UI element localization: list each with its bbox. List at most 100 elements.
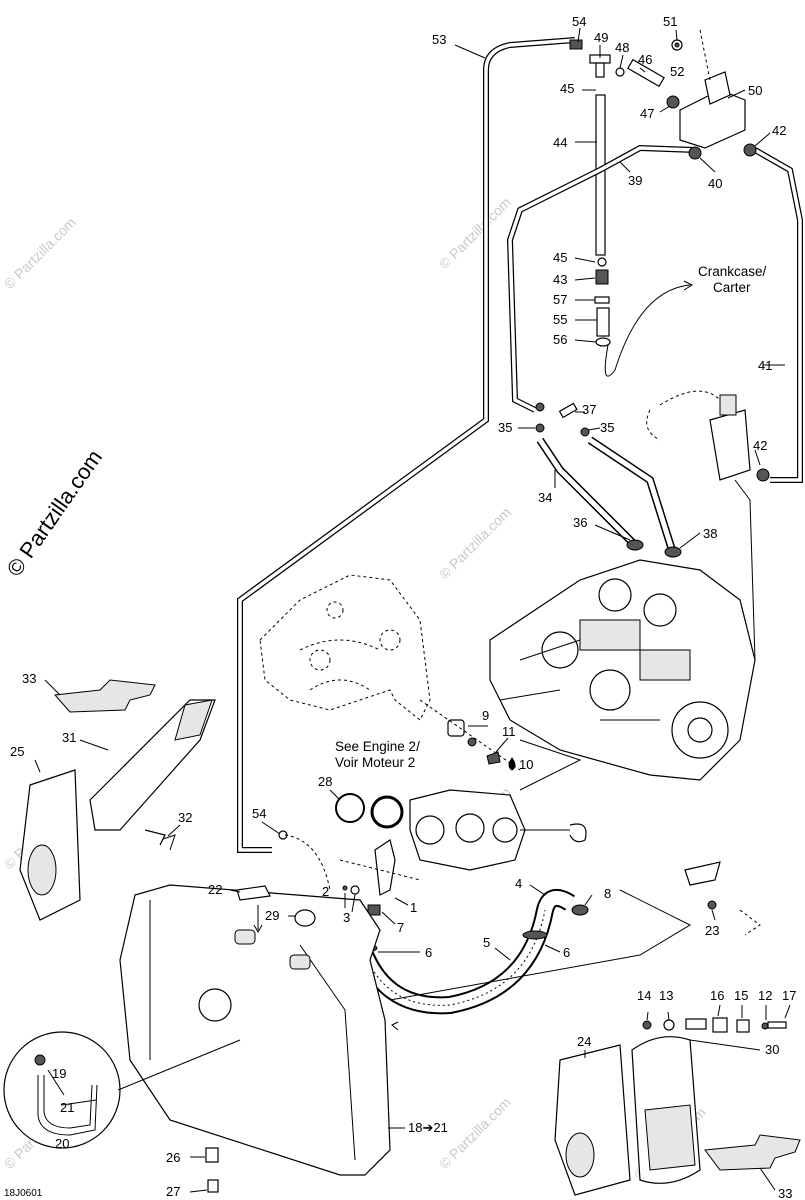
- throttle-body: [409, 789, 526, 871]
- callout-45b: 45: [553, 250, 567, 265]
- callouts: 53 54 49 48 46 51 52 45 47 50 42 44 39 4…: [4, 14, 796, 1200]
- callout-44: 44: [553, 135, 567, 150]
- clamp-56: [595, 337, 611, 347]
- fitting-54: [569, 39, 583, 50]
- callout-18-21: 18➔21: [408, 1120, 448, 1135]
- watermark-text: © Partzilla.com: [1, 214, 79, 292]
- callout-54: 54: [572, 14, 586, 29]
- callout-48: 48: [615, 40, 629, 55]
- spacer-9: [447, 719, 465, 737]
- callout-53: 53: [432, 32, 446, 47]
- callout-17: 17: [782, 988, 796, 1003]
- callout-41: 41: [758, 358, 772, 373]
- callout-13: 13: [659, 988, 673, 1003]
- callout-9: 9: [482, 708, 489, 723]
- clamp-45: [597, 257, 607, 267]
- o-ring-engine: [370, 795, 404, 829]
- callout-33a: 33: [22, 671, 36, 686]
- callout-31: 31: [62, 730, 76, 745]
- callout-49: 49: [594, 30, 608, 45]
- note-engine-2: Voir Moteur 2: [335, 755, 415, 770]
- callout-51: 51: [663, 14, 677, 29]
- callout-12: 12: [758, 988, 772, 1003]
- clamp-38: [664, 546, 682, 558]
- callout-15: 15: [734, 988, 748, 1003]
- callout-40: 40: [708, 176, 722, 191]
- callout-38: 38: [703, 526, 717, 541]
- callout-39: 39: [628, 173, 642, 188]
- gasket-28: [335, 793, 365, 823]
- crankcase-line: [604, 284, 691, 377]
- callout-56: 56: [553, 332, 567, 347]
- fitting-7: [367, 904, 381, 916]
- oil-drop-icon: [508, 757, 516, 771]
- hose-41: [753, 147, 803, 483]
- clamp-47: [666, 95, 680, 109]
- callout-30: 30: [765, 1042, 779, 1057]
- gasket-33a: [53, 679, 156, 713]
- callout-24: 24: [577, 1034, 591, 1049]
- clamp-42: [743, 143, 757, 157]
- clamp-8: [571, 904, 589, 916]
- callout-35b: 35: [600, 420, 614, 435]
- callout-23: 23: [705, 923, 719, 938]
- drain-26: [205, 1147, 219, 1163]
- mount-hardware: [642, 1017, 787, 1033]
- leader-lines: [34, 27, 791, 1193]
- callout-47: 47: [640, 106, 654, 121]
- callout-29: 29: [265, 908, 279, 923]
- callout-57: 57: [553, 292, 567, 307]
- callout-27: 27: [166, 1184, 180, 1199]
- note-engine-1: See Engine 2/: [335, 739, 420, 754]
- fitting-23: [684, 861, 721, 886]
- callout-1: 1: [410, 900, 417, 915]
- callout-55: 55: [553, 312, 567, 327]
- callout-25: 25: [10, 744, 24, 759]
- exhaust-manifold: [259, 574, 431, 721]
- callout-6b: 6: [563, 945, 570, 960]
- duct-24: [554, 1044, 631, 1196]
- nut-3: [350, 885, 360, 895]
- callout-5: 5: [483, 935, 490, 950]
- callout-42b: 42: [753, 438, 767, 453]
- callout-36: 36: [573, 515, 587, 530]
- clamp-48: [615, 67, 625, 77]
- callout-26: 26: [166, 1150, 180, 1165]
- cap-29: [294, 909, 316, 927]
- clamp-35: [535, 402, 545, 412]
- callout-46: 46: [638, 52, 652, 67]
- clip-32: [144, 829, 166, 846]
- fuel-pump: [709, 409, 751, 481]
- callout-52: 52: [670, 64, 684, 79]
- note-crankcase-2: Carter: [713, 280, 751, 295]
- callout-43: 43: [553, 272, 567, 287]
- watermark-text: © Partzilla.com: [436, 194, 514, 272]
- duct-25: [19, 769, 81, 921]
- hose-46: [627, 58, 665, 88]
- clamp-40: [688, 146, 702, 160]
- washer-2: [342, 885, 348, 891]
- fitting-11: [486, 751, 501, 765]
- callout-22: 22: [208, 882, 222, 897]
- callout-4: 4: [515, 876, 522, 891]
- engine-block: [489, 559, 756, 781]
- clamp-36: [626, 539, 644, 551]
- inset-detail: [3, 1031, 121, 1149]
- callout-16: 16: [710, 988, 724, 1003]
- hose-38: [587, 436, 676, 552]
- watermark-main: © Partzilla.com: [2, 445, 108, 581]
- callout-7: 7: [397, 920, 404, 935]
- fuel-tank: [119, 884, 391, 1176]
- note-crankcase-1: Crankcase/: [698, 264, 767, 279]
- callout-11: 11: [502, 724, 516, 739]
- callout-2: 2: [322, 884, 329, 899]
- hose-55: [596, 307, 610, 337]
- screw-27: [207, 1179, 219, 1193]
- clamp-ring: [569, 823, 587, 843]
- callout-14: 14: [637, 988, 651, 1003]
- fitting-43: [595, 269, 609, 285]
- callout-10: 10: [519, 757, 533, 772]
- callout-54b: 54: [252, 806, 266, 821]
